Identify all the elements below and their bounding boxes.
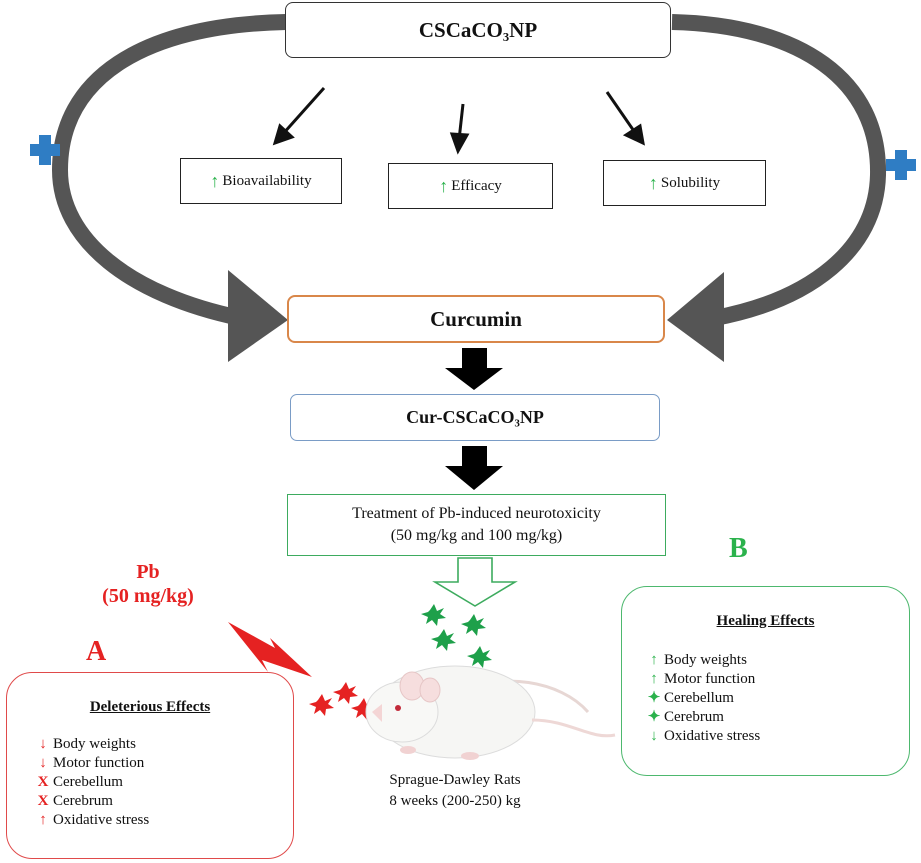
up-arrow-icon: ↑: [648, 172, 658, 193]
item-label: Body weights: [664, 652, 747, 668]
cscaco3np-label: CSCaCO₃NP: [418, 17, 538, 42]
cur-cscaco3np-box: Cur-CSCaCO₃NP: [290, 394, 660, 441]
rat-caption: Sprague-Dawley Rats 8 weeks (200-250) kg: [355, 770, 555, 812]
deleterious-effects-panel: Deleterious Effects ↓ Body weights ↓ Motor…: [6, 672, 294, 859]
up-arrow-icon: ↑: [650, 652, 658, 668]
list-item: ↑ Oxidative stress: [33, 811, 149, 830]
cross-icon: X: [37, 774, 49, 790]
treatment-line1: Treatment of Pb-induced neurotoxicity: [352, 504, 601, 522]
green-particles: [421, 604, 492, 668]
cur-cscaco3np-label: Cur-CSCaCO₃NP: [406, 407, 544, 427]
up-arrow-icon: ↑: [39, 812, 47, 828]
item-label: Oxidative stress: [53, 812, 150, 828]
item-label: Motor function: [53, 755, 145, 771]
list-item: ✦Cerebellum: [644, 689, 760, 708]
down-arrow-2: [445, 446, 503, 490]
up-arrow-icon: ↑: [650, 671, 658, 687]
bioavailability-box: ↑ Bioavailability: [180, 158, 342, 204]
list-item: ↓ Oxidative stress: [644, 727, 760, 746]
pb-line1: Pb: [136, 561, 160, 583]
rat-caption-line1: Sprague-Dawley Rats: [389, 772, 521, 788]
item-label: Cerebellum: [53, 774, 123, 790]
property-arrows: [272, 87, 645, 155]
curcumin-label: Curcumin: [430, 306, 522, 331]
panel-a-letter: A: [86, 636, 107, 667]
item-label: Oxidative stress: [664, 728, 761, 744]
pb-label: Pb (50 mg/kg): [88, 560, 208, 608]
up-arrow-icon: ↑: [210, 170, 220, 191]
list-item: ↑ Body weights: [644, 651, 760, 670]
solubility-label: Solubility: [660, 174, 721, 191]
sparkle-icon: ✦: [647, 690, 661, 706]
up-arrow-icon: ↑: [439, 175, 449, 196]
cscaco3np-box: CSCaCO₃NP: [285, 2, 671, 58]
item-label: Motor function: [664, 671, 756, 687]
cross-icon: X: [37, 793, 49, 809]
item-label: Cerebellum: [664, 690, 734, 706]
treatment-line2: (50 mg/kg and 100 mg/kg): [390, 527, 563, 544]
treatment-box: Treatment of Pb-induced neurotoxicity (5…: [287, 494, 666, 556]
red-particles: [309, 682, 376, 720]
hollow-down-arrow: [432, 557, 518, 607]
efficacy-label: Efficacy: [451, 177, 502, 194]
item-label: Cerebrum: [664, 709, 724, 725]
healing-effects-title: Healing Effects: [716, 613, 815, 629]
list-item: ↓ Motor function: [33, 754, 149, 773]
item-label: Body weights: [53, 736, 136, 752]
down-arrow-icon: ↓: [650, 728, 658, 744]
bioavailability-label: Bioavailability: [222, 172, 312, 189]
down-arrow-icon: ↓: [39, 755, 47, 771]
down-arrow-icon: ↓: [39, 736, 47, 752]
curcumin-box: Curcumin: [287, 295, 665, 343]
left-curved-arrow: [51, 14, 287, 326]
rat-illustration: [365, 665, 616, 760]
list-item: ✦Cerebrum: [644, 708, 760, 727]
item-label: Cerebrum: [53, 793, 113, 809]
list-item: ↑ Motor function: [644, 670, 760, 689]
plus-icon-left: [30, 135, 60, 165]
plus-icon-right: [886, 150, 916, 180]
pb-line2: (50 mg/kg): [102, 585, 194, 607]
healing-effects-list: ↑ Body weights ↑ Motor function ✦Cerebellu…: [644, 651, 761, 746]
healing-effects-panel: Healing Effects ↑ Body weights ↑ Motor fun…: [621, 586, 910, 776]
right-curved-arrow: [671, 14, 887, 326]
down-arrow-1: [445, 348, 503, 390]
solubility-box: ↑ Solubility: [603, 160, 766, 206]
rat-caption-line2: 8 weeks (200-250) kg: [389, 793, 521, 809]
right-curved-arrowhead: [667, 272, 724, 362]
lightning-icon: [228, 622, 312, 677]
list-item: ↓ Body weights: [33, 735, 149, 754]
deleterious-effects-title: Deleterious Effects: [89, 699, 211, 715]
left-curved-arrowhead: [228, 270, 288, 362]
efficacy-box: ↑ Efficacy: [388, 163, 553, 209]
panel-b-letter: B: [729, 533, 748, 564]
sparkle-icon: ✦: [647, 709, 661, 725]
